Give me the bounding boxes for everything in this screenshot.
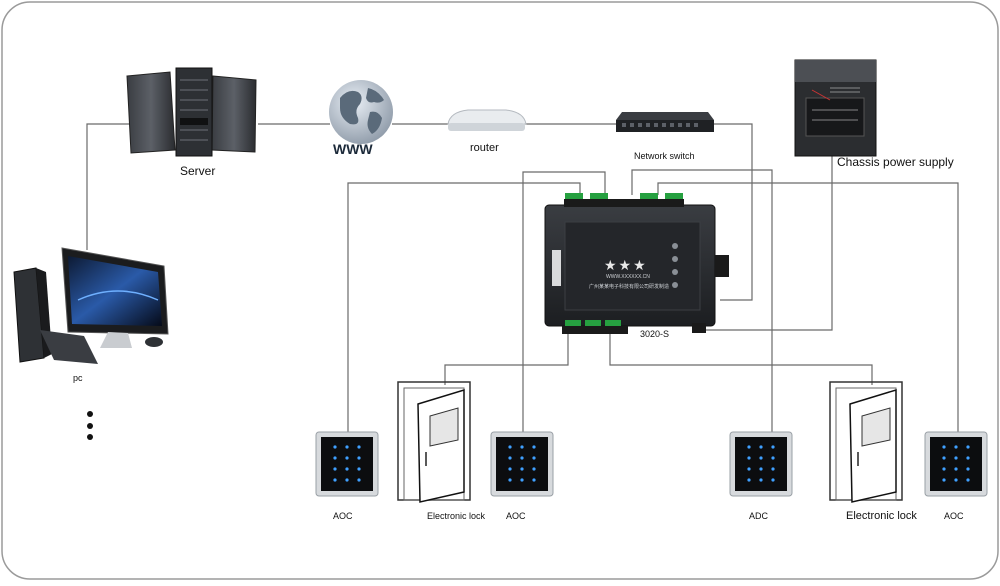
controller-website: WWW.XXXXXX.CN — [606, 274, 650, 280]
pc-icon — [13, 247, 169, 364]
keypad-dot — [954, 467, 958, 471]
card-reader-2 — [490, 431, 554, 497]
chassis-power-supply-label: Chassis power supply — [837, 155, 954, 169]
keypad-dot — [532, 456, 536, 460]
keypad-dot — [357, 467, 361, 471]
keypad-dot — [954, 456, 958, 460]
power-supply-icon — [794, 59, 877, 157]
router-icon — [447, 109, 527, 131]
reader-label-3: ADC — [749, 511, 769, 521]
more-dots — [87, 411, 93, 440]
controller-model-label: 3020-S — [640, 329, 670, 339]
keypad-dot — [345, 478, 349, 482]
keypad-dot — [520, 456, 524, 460]
keypad-dot — [508, 445, 512, 449]
keypad-dot — [942, 467, 946, 471]
keypad-dot — [954, 478, 958, 482]
server-icon — [126, 67, 257, 157]
keypad-dot — [532, 467, 536, 471]
keypad-dot — [520, 478, 524, 482]
keypad-dot — [954, 445, 958, 449]
lock-label-2: Electronic lock — [846, 510, 917, 522]
keypad-dot — [942, 456, 946, 460]
keypad-dot — [771, 456, 775, 460]
keypad-dot — [508, 456, 512, 460]
keypad-dot — [532, 445, 536, 449]
pc-label: pc — [73, 373, 83, 383]
keypad-dot — [759, 467, 763, 471]
keypad-dot — [345, 456, 349, 460]
keypad-dot — [532, 478, 536, 482]
keypad-dot — [942, 445, 946, 449]
keypad-dot — [747, 456, 751, 460]
keypad-dot — [345, 467, 349, 471]
door-lock-1 — [397, 381, 471, 503]
keypad-dot — [966, 467, 970, 471]
keypad-dot — [759, 456, 763, 460]
lock-label-1: Electronic lock — [427, 511, 486, 521]
reader-label-2: AOC — [506, 511, 526, 521]
keypad-dot — [508, 478, 512, 482]
keypad-dot — [520, 445, 524, 449]
keypad-dot — [747, 467, 751, 471]
door-lock-2 — [829, 381, 903, 503]
keypad-dot — [333, 467, 337, 471]
reader-label-1: AOC — [333, 511, 353, 521]
keypad-dot — [966, 445, 970, 449]
network-switch-label: Network switch — [634, 151, 695, 161]
card-reader-3 — [729, 431, 793, 497]
keypad-dot — [357, 478, 361, 482]
keypad-dot — [333, 445, 337, 449]
keypad-dot — [357, 445, 361, 449]
reader-label-4: AOC — [944, 511, 964, 521]
keypad-dot — [942, 478, 946, 482]
connection-lines — [86, 123, 959, 432]
card-reader-4 — [924, 431, 988, 497]
controller-stars: ★★★ — [604, 257, 648, 273]
keypad-dot — [508, 467, 512, 471]
keypad-dot — [759, 478, 763, 482]
keypad-dot — [345, 445, 349, 449]
keypad-dot — [771, 445, 775, 449]
keypad-dot — [747, 445, 751, 449]
globe-icon — [329, 80, 393, 144]
card-reader-1 — [315, 431, 379, 497]
www-label: WWW — [333, 141, 373, 157]
keypad-dot — [747, 478, 751, 482]
controller-company: 广州某某电子科技有限公司研发制造 — [589, 284, 670, 290]
keypad-dot — [333, 478, 337, 482]
keypad-dot — [771, 467, 775, 471]
keypad-dot — [333, 456, 337, 460]
controller-board — [544, 193, 729, 334]
router-label: router — [470, 142, 499, 154]
keypad-dot — [966, 456, 970, 460]
network-switch-icon — [616, 112, 714, 132]
keypad-dot — [759, 445, 763, 449]
server-label: Server — [180, 164, 216, 178]
keypad-dot — [771, 478, 775, 482]
keypad-dot — [520, 467, 524, 471]
keypad-dot — [357, 456, 361, 460]
keypad-dot — [966, 478, 970, 482]
